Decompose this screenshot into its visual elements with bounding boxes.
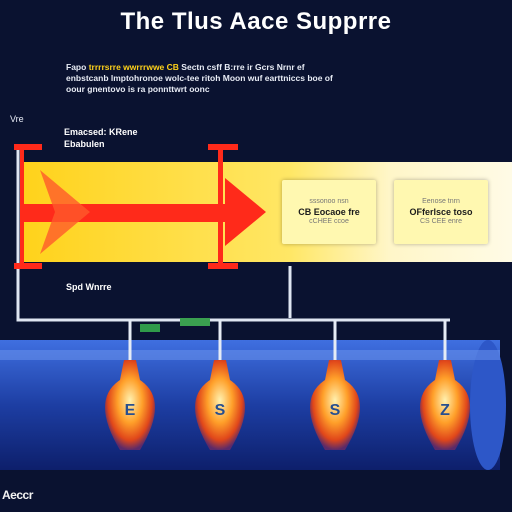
intro-line-3: oour gnentovo is ra ponnttwrt oonc bbox=[66, 84, 210, 94]
frame-line bbox=[16, 144, 450, 322]
info-card-2-line-2: OFferlsce toso bbox=[409, 207, 473, 217]
intro-text: Fapo trrrrsrre wwrrrwwe CB Sectn csff B:… bbox=[66, 62, 446, 95]
page-title: The Tlus Aace Supprre bbox=[120, 8, 392, 35]
left-caption-line-2: Ebabulen bbox=[64, 139, 105, 149]
intro-line-2: enbstcanb lmptohronoe wolc-tee ritoh Moo… bbox=[66, 73, 333, 83]
info-card-2-line-1: Eenose tnrn bbox=[422, 198, 460, 205]
info-card-1-line-1: sssonoo nsn bbox=[309, 198, 349, 205]
info-card-1-line-2: CB Eocaoe fre bbox=[298, 207, 360, 217]
side-label: Vre bbox=[10, 114, 24, 124]
flask-4 bbox=[420, 360, 470, 450]
flask-2 bbox=[195, 360, 245, 450]
info-card-1-line-3: cCHEE ccoe bbox=[309, 218, 349, 225]
intro-line-1-highlight: trrrrsrre wwrrrwwe CB bbox=[88, 62, 179, 72]
left-caption: Emacsed: KRene Ebabulen bbox=[64, 126, 138, 150]
red-arrow-graphic bbox=[14, 144, 266, 269]
flask-3 bbox=[310, 360, 360, 450]
flask-1 bbox=[105, 360, 155, 450]
intro-line-1-b: Sectn csff B:rre ir Gcrs Nrnr ef bbox=[181, 62, 305, 72]
flask-2-glyph: S bbox=[214, 402, 226, 419]
connectors bbox=[128, 318, 447, 360]
footer-logo: Aeccr bbox=[2, 488, 33, 502]
info-card-1: sssonoo nsn CB Eocaoe fre cCHEE ccoe bbox=[282, 180, 376, 244]
intro-line-1: Fapo trrrrsrre wwrrrwwe CB Sectn csff B:… bbox=[66, 62, 446, 73]
flask-3-glyph: S bbox=[329, 402, 341, 419]
flask-4-glyph: Z bbox=[440, 402, 450, 419]
flask-1-glyph: E bbox=[124, 402, 136, 419]
left-caption-line-1: Emacsed: KRene bbox=[64, 127, 138, 137]
blue-tube bbox=[0, 340, 500, 470]
intro-line-1-a: Fapo bbox=[66, 62, 87, 72]
info-card-2: Eenose tnrn OFferlsce toso CS CEE enre bbox=[394, 180, 488, 244]
tube-shine bbox=[0, 350, 500, 360]
low-caption: Spd Wnrre bbox=[66, 282, 112, 292]
tube-end bbox=[470, 340, 506, 470]
info-card-2-line-3: CS CEE enre bbox=[419, 218, 463, 225]
